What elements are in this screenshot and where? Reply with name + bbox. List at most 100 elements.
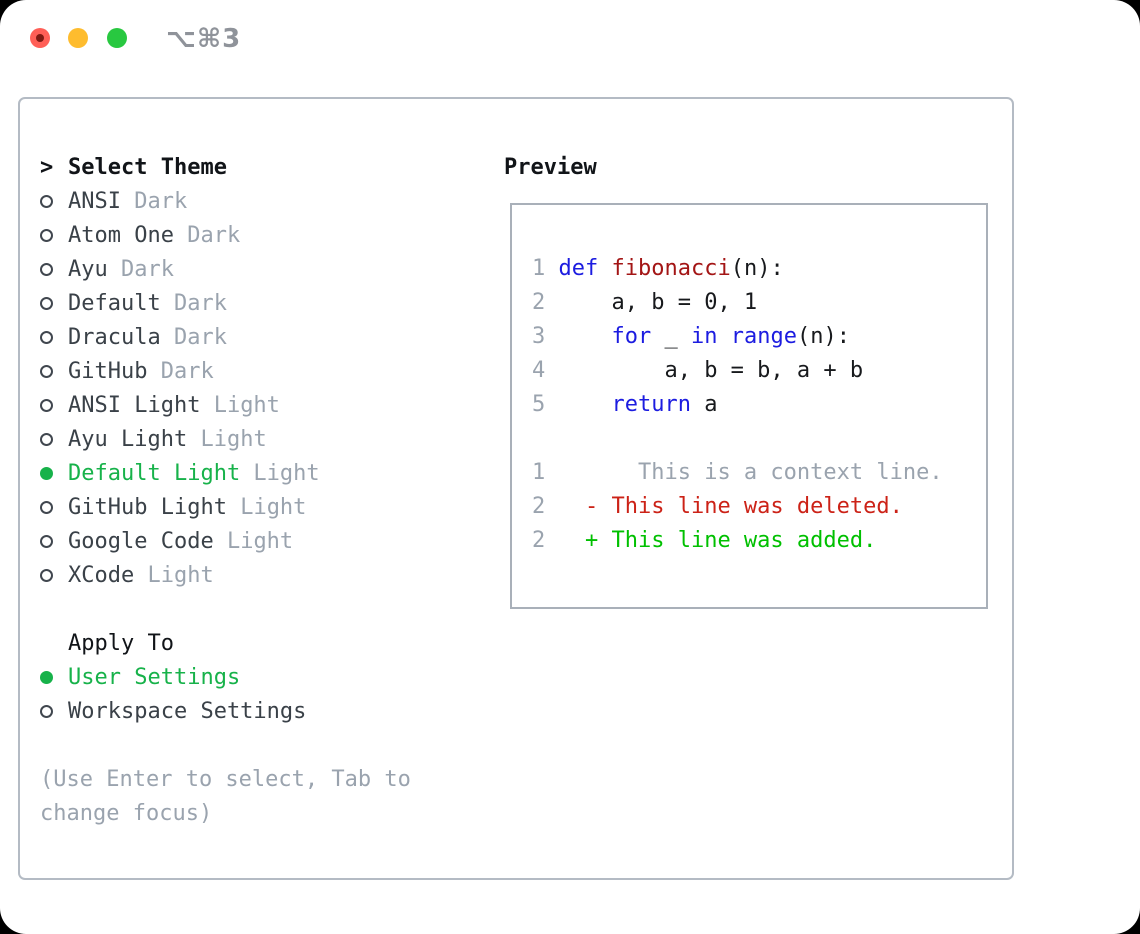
spacer	[40, 728, 411, 762]
apply-option-user-settings[interactable]: User Settings	[40, 660, 411, 694]
radio-unselected-icon	[40, 398, 53, 412]
code-segment-plain: a	[690, 392, 718, 417]
theme-item-variant: Dark	[160, 324, 227, 350]
code-line-3: 3 for _ in range(n):	[532, 320, 943, 354]
line-number: 2	[532, 494, 559, 519]
code-segment-function: fibonacci	[611, 256, 731, 281]
theme-item-default-dark[interactable]: Default Dark	[40, 286, 411, 320]
code-segment-plain: _	[651, 324, 691, 349]
theme-item-variant: Dark	[147, 358, 214, 384]
minimize-button[interactable]	[68, 28, 88, 48]
theme-item-variant: Light	[200, 392, 280, 418]
code-segment-plain	[598, 256, 611, 281]
close-dot-icon	[36, 34, 44, 42]
radio-unselected-icon	[40, 228, 53, 242]
theme-item-variant: Light	[213, 528, 294, 554]
line-number: 1	[532, 460, 559, 485]
radio-unselected-icon	[40, 534, 53, 548]
preview-header: Preview	[504, 150, 597, 184]
theme-item-ayu-light-light[interactable]: Ayu Light Light	[40, 422, 411, 456]
theme-item-dracula-dark[interactable]: Dracula Dark	[40, 320, 411, 354]
code-line-1: 1 def fibonacci(n):	[532, 252, 943, 286]
theme-item-name: ANSI	[68, 188, 121, 214]
theme-item-github-light-light[interactable]: GitHub Light Light	[40, 490, 411, 524]
radio-unselected-icon	[40, 194, 53, 208]
code-line-9: 2 + This line was added.	[532, 524, 943, 558]
line-number: 5	[532, 392, 559, 417]
code-segment-plain: (n):	[730, 256, 784, 281]
radio-gutter	[40, 330, 68, 344]
theme-item-variant: Light	[240, 460, 320, 486]
preview-title: Preview	[504, 154, 597, 180]
radio-gutter	[40, 262, 68, 276]
code-segment-keyword: range	[730, 324, 797, 349]
select-theme-title: Select Theme	[68, 154, 227, 180]
theme-item-github-dark[interactable]: GitHub Dark	[40, 354, 411, 388]
theme-item-variant: Dark	[160, 290, 227, 316]
code-line-6	[532, 422, 943, 456]
radio-gutter	[40, 534, 68, 548]
theme-item-default-light-light[interactable]: Default Light Light	[40, 456, 411, 490]
radio-unselected-icon	[40, 296, 53, 310]
theme-item-xcode-light[interactable]: XCode Light	[40, 558, 411, 592]
code-line-2: 2 a, b = 0, 1	[532, 286, 943, 320]
line-number: 3	[532, 324, 559, 349]
window-title-shortcut: ⌥⌘3	[166, 24, 242, 54]
spacer	[40, 592, 411, 626]
radio-gutter	[40, 466, 68, 480]
theme-item-atom-one-dark[interactable]: Atom One Dark	[40, 218, 411, 252]
code-segment-keyword: def	[558, 256, 599, 281]
code-segment-plain	[559, 324, 612, 349]
code-segment-plain: a, b = 0, 1	[558, 290, 758, 315]
close-button[interactable]	[30, 28, 50, 48]
theme-item-ansi-light-light[interactable]: ANSI Light Light	[40, 388, 411, 422]
theme-item-name: Ayu	[68, 256, 108, 282]
theme-item-variant: Dark	[120, 188, 188, 214]
radio-gutter	[40, 398, 68, 412]
radio-unselected-icon	[40, 704, 53, 718]
radio-gutter	[40, 568, 68, 582]
theme-item-google-code-light[interactable]: Google Code Light	[40, 524, 411, 558]
code-line-5: 5 return a	[532, 388, 943, 422]
theme-item-variant: Light	[226, 494, 307, 520]
theme-item-name: ANSI Light	[68, 392, 201, 418]
radio-unselected-icon	[40, 364, 53, 378]
hint-text-line-1: (Use Enter to select, Tab to	[40, 766, 411, 792]
hint-text-line-2: change focus)	[40, 800, 213, 826]
apply-option-workspace-settings[interactable]: Workspace Settings	[40, 694, 411, 728]
radio-selected-icon	[40, 466, 53, 480]
radio-gutter	[40, 194, 68, 208]
line-number: 2	[532, 528, 559, 553]
maximize-button[interactable]	[107, 28, 127, 48]
radio-unselected-icon	[40, 330, 53, 344]
select-theme-header: > Select Theme	[40, 150, 411, 184]
radio-gutter	[40, 364, 68, 378]
theme-item-name: GitHub Light	[68, 494, 227, 520]
theme-item-variant: Light	[134, 562, 214, 588]
apply-option-label: User Settings	[68, 664, 241, 690]
theme-item-ansi-dark[interactable]: ANSI Dark	[40, 184, 411, 218]
code-line-4: 4 a, b = b, a + b	[532, 354, 943, 388]
radio-selected-icon	[40, 670, 53, 684]
theme-item-name: Dracula	[68, 324, 161, 350]
code-segment-deleted: - This line was deleted.	[558, 494, 903, 519]
radio-unselected-icon	[40, 262, 53, 276]
theme-item-name: Google Code	[68, 528, 214, 554]
radio-unselected-icon	[40, 432, 53, 446]
code-segment-plain: (n):	[796, 324, 850, 349]
theme-item-variant: Dark	[173, 222, 241, 248]
code-segment-keyword: in	[690, 324, 718, 349]
line-number: 2	[532, 290, 559, 315]
theme-item-name: Ayu Light	[68, 426, 188, 452]
line-number: 1	[532, 256, 559, 281]
code-segment-keyword: return	[611, 392, 691, 417]
theme-item-ayu-dark[interactable]: Ayu Dark	[40, 252, 411, 286]
theme-item-variant: Light	[187, 426, 267, 452]
